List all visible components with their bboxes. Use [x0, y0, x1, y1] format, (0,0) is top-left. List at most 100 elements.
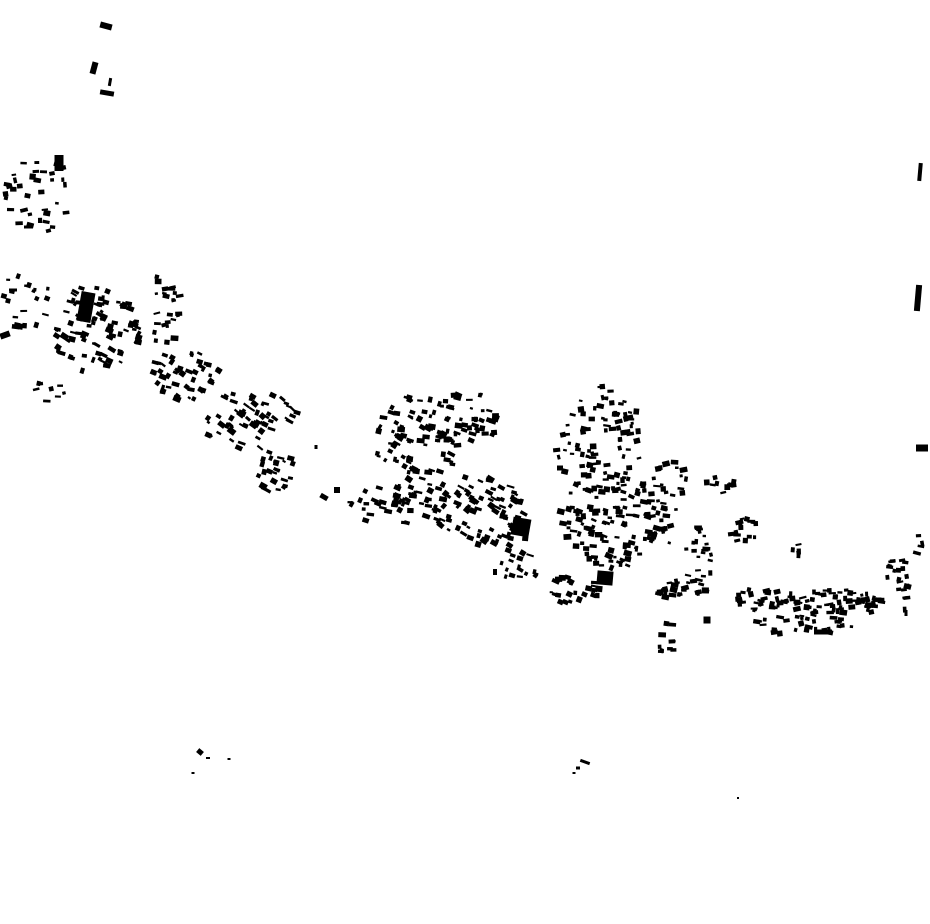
landmark-building — [572, 772, 576, 774]
building — [836, 624, 842, 629]
building — [804, 598, 810, 604]
building — [86, 323, 92, 328]
building — [440, 481, 447, 486]
building — [440, 451, 446, 458]
building — [61, 177, 65, 182]
building — [593, 508, 601, 513]
building — [170, 317, 177, 322]
building — [45, 228, 52, 234]
building — [836, 599, 842, 606]
building — [611, 411, 620, 417]
building — [440, 502, 448, 510]
building — [776, 630, 783, 637]
building — [468, 431, 477, 437]
building — [809, 596, 816, 603]
building — [20, 309, 28, 313]
building — [104, 356, 114, 365]
building — [572, 543, 580, 550]
building — [278, 395, 286, 403]
building — [470, 422, 480, 429]
building — [653, 484, 661, 488]
building — [565, 423, 570, 427]
building — [627, 493, 636, 500]
building — [896, 576, 902, 583]
building — [133, 319, 140, 324]
building — [156, 368, 164, 375]
building — [747, 590, 755, 598]
buildings-layer — [0, 21, 928, 799]
building — [733, 538, 741, 543]
building — [131, 327, 137, 332]
building — [826, 610, 834, 615]
building — [406, 454, 414, 462]
building — [463, 488, 470, 494]
building — [165, 385, 172, 389]
building — [447, 404, 455, 409]
building — [743, 516, 751, 523]
landmark-building — [314, 445, 318, 449]
building — [288, 413, 297, 419]
landmark-building — [24, 225, 32, 229]
building — [900, 566, 906, 572]
building — [190, 395, 197, 402]
building — [634, 490, 641, 497]
building — [514, 498, 524, 506]
building — [366, 512, 375, 517]
building — [446, 527, 451, 532]
building — [752, 535, 757, 540]
building — [498, 504, 507, 510]
building — [24, 192, 31, 199]
building — [759, 623, 767, 627]
building — [373, 500, 382, 508]
building — [250, 399, 259, 408]
building — [838, 604, 843, 611]
building — [99, 309, 104, 314]
building — [793, 627, 798, 633]
building — [42, 219, 50, 225]
building — [15, 273, 21, 280]
building — [614, 418, 623, 425]
building — [896, 587, 902, 592]
building — [490, 495, 498, 502]
building — [375, 427, 383, 435]
building — [480, 409, 485, 413]
building — [111, 320, 119, 326]
building — [226, 426, 237, 436]
building — [709, 483, 716, 487]
building — [679, 474, 683, 478]
building — [479, 536, 489, 546]
building — [162, 293, 170, 300]
building — [696, 555, 701, 559]
building — [517, 564, 521, 569]
building — [549, 591, 553, 594]
building — [565, 432, 571, 436]
building — [490, 429, 498, 436]
building — [667, 541, 672, 545]
building — [6, 207, 15, 212]
building — [582, 487, 587, 491]
building — [578, 399, 583, 403]
building — [362, 488, 369, 495]
building — [499, 513, 508, 520]
building — [746, 534, 752, 539]
building — [607, 389, 614, 393]
building — [888, 559, 896, 564]
building — [104, 287, 111, 295]
building — [438, 495, 448, 503]
building — [434, 485, 443, 492]
building — [283, 401, 290, 406]
building — [674, 508, 678, 511]
building — [416, 437, 425, 444]
building — [684, 547, 689, 551]
building — [408, 492, 415, 496]
building — [780, 599, 789, 605]
building — [267, 426, 276, 432]
building — [403, 500, 410, 506]
building — [388, 441, 394, 446]
building — [466, 534, 475, 542]
building — [195, 358, 204, 365]
building — [99, 313, 108, 322]
building — [768, 605, 776, 610]
building — [519, 510, 528, 517]
building — [614, 535, 620, 539]
